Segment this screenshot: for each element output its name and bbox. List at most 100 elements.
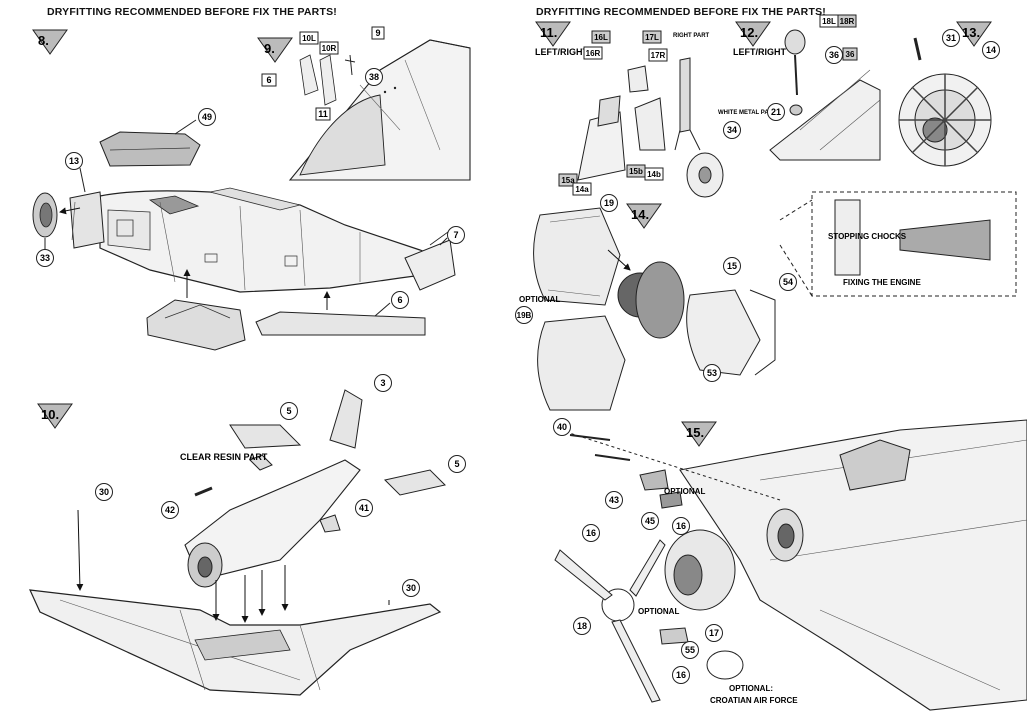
svg-text:16: 16 [676,521,686,531]
callout-17L: 17L [642,30,662,44]
svg-text:49: 49 [202,112,212,122]
clear-resin-label: CLEAR RESIN PART [180,452,268,462]
callout-18-15: 18 [573,617,591,635]
callout-5a: 5 [280,402,298,420]
svg-text:OPTIONAL: OPTIONAL [638,607,679,616]
svg-text:13.: 13. [962,25,980,40]
svg-text:10.: 10. [41,407,59,422]
callout-18R: 18R [837,14,857,28]
svg-text:WHITE METAL PART: WHITE METAL PART [718,110,777,116]
callout-54: 54 [779,273,797,291]
callout-15b: 15b [626,164,646,178]
svg-text:15b: 15b [629,167,643,176]
svg-text:STOPPING CHOCKS: STOPPING CHOCKS [828,232,907,241]
svg-text:40: 40 [557,422,567,432]
svg-text:10L: 10L [302,34,316,43]
cowl-19 [533,207,621,306]
step-15: 15. OPTIONAL OPTIONAL OPTIONAL: CROATIAN… [553,418,1027,711]
svg-text:6: 6 [397,295,402,305]
svg-text:16: 16 [586,528,596,538]
svg-text:36: 36 [846,50,855,59]
callout-31: 31 [942,29,960,47]
callout-17-15: 17 [705,624,723,642]
callout-9-6: 6 [261,73,277,87]
svg-text:LEFT/RIGHT: LEFT/RIGHT [733,47,786,57]
svg-text:55: 55 [685,645,695,655]
svg-text:9: 9 [375,28,380,38]
svg-text:19B: 19B [517,311,532,320]
svg-text:OPTIONAL: OPTIONAL [519,295,560,304]
svg-text:CROATIAN AIR FORCE: CROATIAN AIR FORCE [710,696,798,705]
svg-text:LEFT/RIGHT: LEFT/RIGHT [535,47,588,57]
callout-10L: 10L [299,31,319,45]
step-8-label: 8. [38,33,49,48]
callout-6: 6 [374,291,409,317]
engine-mount-15 [686,289,761,376]
svg-text:16R: 16R [586,49,601,58]
step-11: 11. LEFT/RIGHT RIGHT PART WHITE METAL PA… [535,21,777,198]
step-12: 12. LEFT/RIGHT 18L 18R 21 36 36 [733,14,881,161]
part-5-stab-right [384,469,446,496]
callout-53: 53 [703,364,721,382]
callout-14-engine: 14 [982,41,1000,59]
svg-text:14b: 14b [647,170,661,179]
svg-text:5: 5 [454,459,459,469]
svg-text:5: 5 [286,406,291,416]
svg-text:19: 19 [604,198,614,208]
svg-text:45: 45 [645,516,655,526]
callout-36b: 36 [842,47,858,61]
callout-45: 45 [641,512,659,530]
svg-text:53: 53 [707,368,717,378]
callout-49: 49 [174,108,216,135]
callout-16L: 16L [591,30,611,44]
svg-text:10R: 10R [322,44,337,53]
callout-16a: 16 [582,524,600,542]
step-9: 9. 6 10L 10R 9 38 11 [257,26,471,181]
callout-19B: 19B [515,306,533,324]
callout-55: 55 [681,641,699,659]
svg-text:17: 17 [709,628,719,638]
svg-text:6: 6 [266,75,271,85]
callout-38: 38 [365,68,383,86]
callout-42: 42 [161,501,179,519]
step-8: 8. [32,29,465,351]
prop-blade-right [629,539,666,597]
svg-text:OPTIONAL:: OPTIONAL: [729,684,773,693]
svg-text:7: 7 [453,230,458,240]
callout-33: 33 [36,238,54,267]
callout-36a: 36 [825,46,843,64]
svg-text:18: 18 [577,621,587,631]
callout-11: 11 [315,107,331,121]
part-3-fin [329,389,363,449]
callout-5b: 5 [448,455,466,473]
svg-text:9.: 9. [264,41,275,56]
svg-text:14a: 14a [575,185,589,194]
step-13: 13. 31 14 [898,21,1000,167]
callout-30b: 30 [402,579,420,597]
svg-text:30: 30 [406,583,416,593]
svg-text:18R: 18R [840,17,855,26]
svg-text:34: 34 [727,125,737,135]
svg-text:13: 13 [69,156,79,166]
svg-text:3: 3 [380,378,385,388]
callout-15: 15 [723,257,741,275]
svg-text:12.: 12. [740,25,758,40]
svg-text:54: 54 [783,277,793,287]
cowl-19b [537,315,626,411]
svg-text:17L: 17L [645,33,659,42]
callout-9: 9 [371,26,385,40]
callout-16R: 16R [583,46,603,60]
svg-text:42: 42 [165,505,175,515]
cockpit-tub [146,299,246,351]
callout-7: 7 [439,226,465,246]
callout-16b: 16 [672,517,690,535]
svg-text:43: 43 [609,495,619,505]
svg-text:18L: 18L [822,17,836,26]
prop-blade-lower [611,619,661,703]
fuselage-10 [184,459,361,581]
fuselage [99,190,451,293]
prop-blade-upper [554,549,613,601]
header-right: DRYFITTING RECOMMENDED BEFORE FIX THE PA… [536,6,826,18]
